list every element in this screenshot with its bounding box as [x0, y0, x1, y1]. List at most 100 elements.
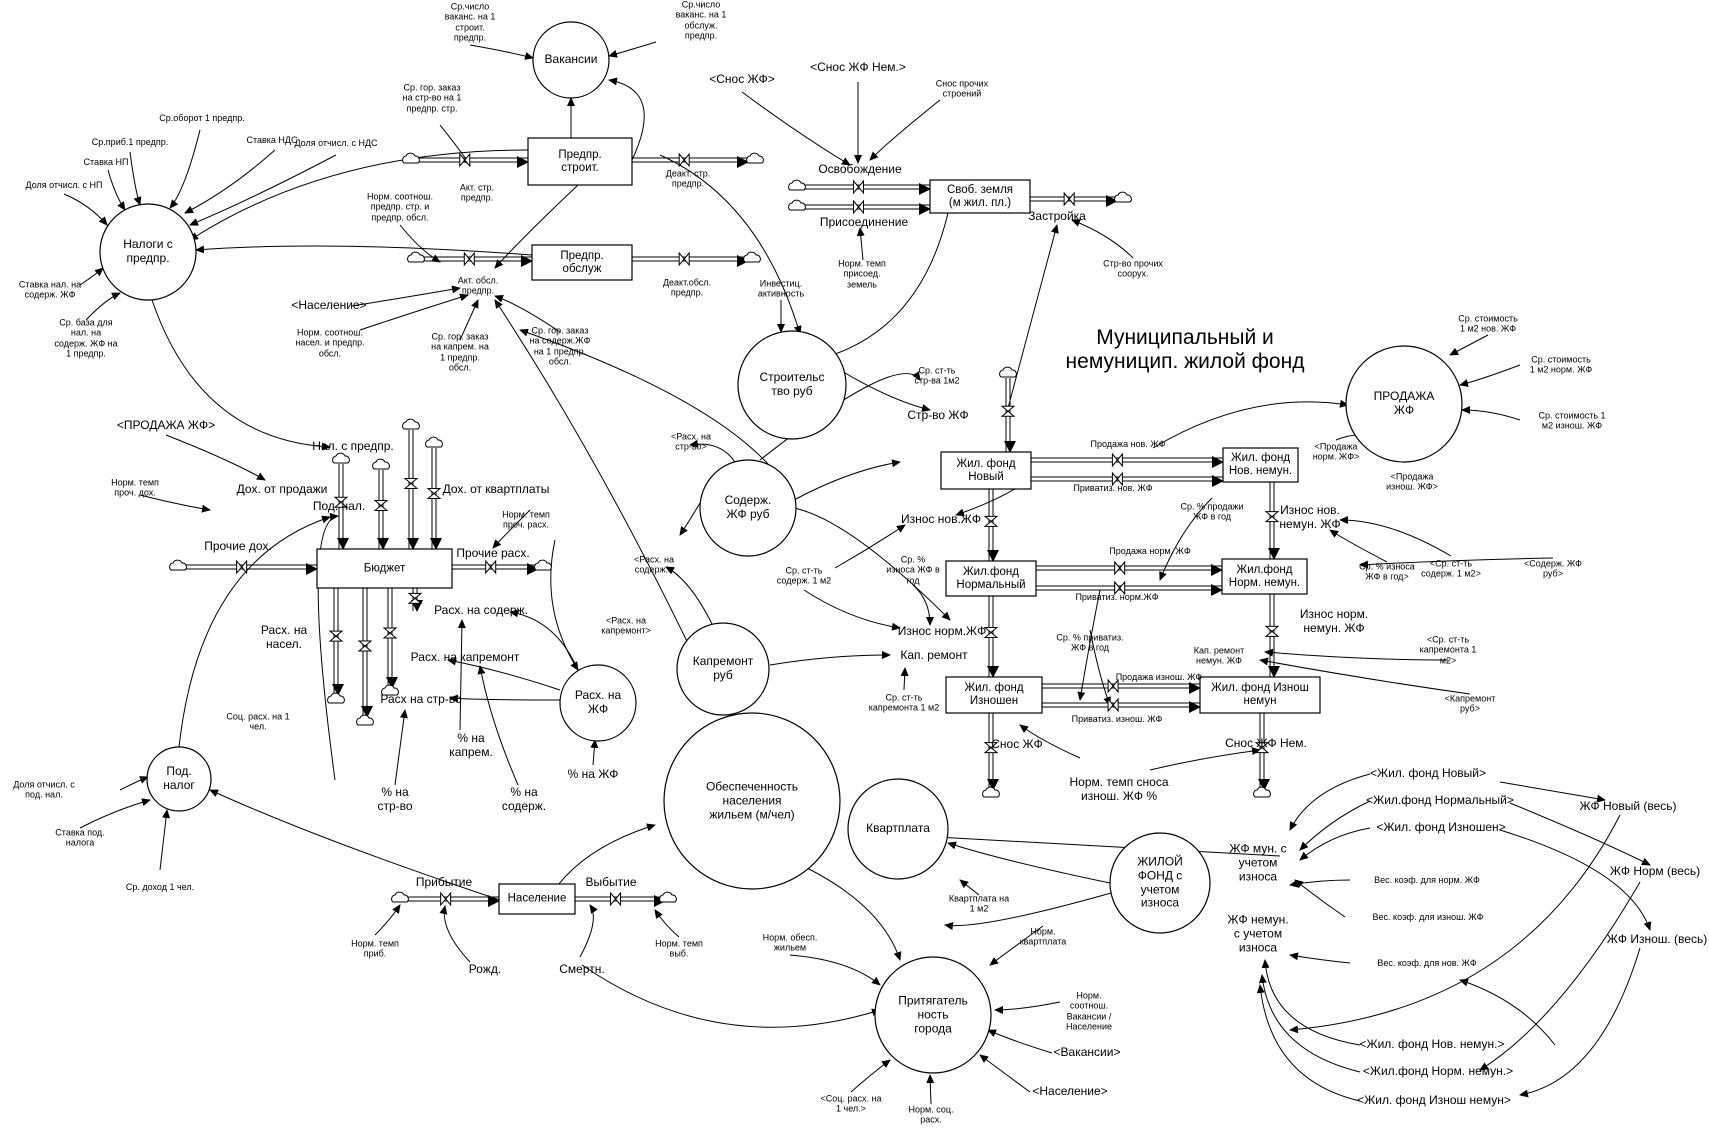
causal-link-52: [793, 507, 951, 621]
stock-predpr_obsl: [531, 244, 633, 281]
var-v73: Кап. ремонт: [900, 648, 968, 663]
var-v8: Ставка НП: [83, 156, 129, 167]
causal-link-49: [519, 328, 781, 479]
stock-label-budget: Бюджет: [363, 561, 406, 574]
var-v90: Рожд.: [468, 962, 502, 977]
cloud-icon: [788, 179, 806, 191]
causal-link-20: [459, 299, 479, 341]
var-v113: <Жил. фонд Изнош немун>: [1357, 1093, 1511, 1108]
var-v93: Норм.квартплата: [1019, 926, 1067, 947]
valve-icon: [1000, 405, 1016, 417]
causal-link-4: [608, 77, 645, 161]
var-v22: <Снос ЖФ Нем.>: [810, 60, 906, 75]
var-v40: Расх. на капремонт: [410, 650, 520, 665]
causal-link-11: [63, 193, 108, 226]
causal-link-62: [1264, 648, 1449, 661]
causal-link-112: [1459, 978, 1556, 1046]
cloud-icon: [407, 251, 425, 263]
stock-label-svob_zemlya: Своб. земля(м жил. пл.): [946, 183, 1014, 209]
causal-link-110: [1479, 881, 1641, 1071]
var-v21: <Снос ЖФ>: [709, 72, 775, 87]
cloud-icon: [788, 199, 806, 211]
flow-doh-kvartplaty: [426, 448, 442, 550]
causal-link-17: [399, 224, 441, 263]
var-v107: Вес. коэф. для нов. ЖФ: [1377, 957, 1477, 968]
flow-rash-str: [357, 588, 373, 718]
flow-privatiz-nov: [1031, 471, 1224, 487]
var-v77: Приватиз. изнош. ЖФ: [1071, 713, 1163, 724]
var-v109: ЖФ Норм (весь): [1609, 864, 1701, 879]
causal-link-1: [469, 44, 534, 60]
var-v41: Расх на стр-во: [380, 692, 462, 707]
flow-pipes: [180, 152, 1280, 907]
var-v33: Дох. от продажи: [236, 482, 328, 497]
valve-icon: [485, 559, 497, 575]
causal-link-89: [994, 1001, 1061, 1014]
flow-snos-zhf-nem: [1254, 713, 1270, 791]
var-v36: Прочие дох.: [204, 539, 272, 554]
causal-link-109: [1289, 814, 1621, 1034]
var-v106: Вес. коэф. для изнош. ЖФ: [1372, 911, 1484, 922]
valve-icon: [357, 640, 373, 652]
flow-iznos-nov-nemun: [1264, 482, 1280, 560]
causal-link-2: [608, 41, 657, 58]
causal-link-64: [1077, 589, 1101, 701]
causal-link-73: [1149, 747, 1261, 771]
causal-link-81: [439, 905, 471, 963]
causal-link-82: [579, 904, 598, 958]
var-v35: Дох. от квартплаты: [442, 482, 550, 497]
var-v84: Ставка под.налога: [55, 827, 105, 848]
flow-iznos-nov: [983, 489, 999, 562]
causal-link-69: [1459, 364, 1521, 387]
aux-nalogi: [99, 203, 197, 301]
var-v61: Износ нов.ЖФ: [901, 512, 981, 527]
causal-link-83: [557, 823, 656, 886]
var-v108: ЖФ Новый (весь): [1579, 799, 1677, 814]
valve-icon: [459, 152, 471, 168]
aux-label-kvartplata: Квартплата: [866, 821, 930, 836]
flow-doh-prodazhi: [373, 470, 389, 550]
cloud-icon: [534, 559, 552, 571]
causal-link-6: [169, 129, 201, 209]
valve-icon: [1111, 452, 1123, 468]
cloud-icon: [402, 152, 420, 164]
var-v47: % на ЖФ: [567, 767, 619, 782]
valve-icon: [463, 251, 475, 267]
valve-icon: [403, 478, 419, 490]
flow-pribytie: [402, 891, 500, 907]
var-v87: Выбытие: [585, 875, 637, 890]
stock-zhf_izn_nemun: [1199, 676, 1321, 714]
cloud-icon: [659, 891, 677, 903]
aux-pod_nalog: [146, 746, 212, 812]
causal-link-67: [1152, 399, 1349, 449]
causal-link-56: [803, 589, 901, 631]
causal-link-53: [793, 459, 901, 501]
causal-link-91: [979, 1054, 1031, 1093]
causal-link-29: [1007, 224, 1059, 409]
flow-prodazha-nov: [1031, 452, 1224, 468]
causal-link-106: [1261, 959, 1361, 1046]
causal-link-19: [359, 293, 469, 331]
causal-link-97: [1289, 773, 1371, 831]
causal-link-15: [195, 245, 533, 256]
aux-prityag: [874, 956, 992, 1074]
causal-link-44: [550, 539, 579, 671]
